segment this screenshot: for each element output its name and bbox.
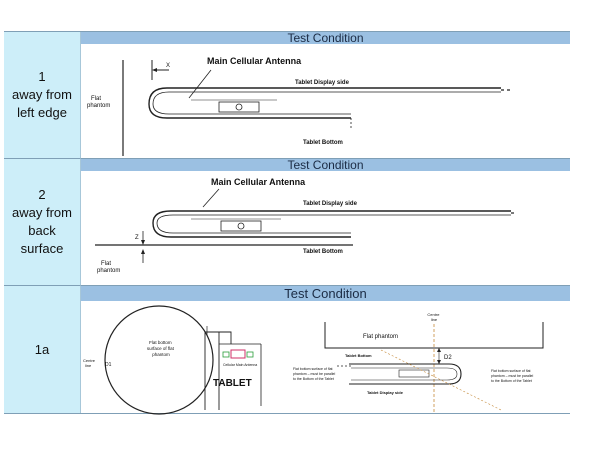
arrowhead <box>437 348 441 352</box>
left-note-line3: to the Bottom of the Tablet <box>293 377 334 381</box>
row-label: 1 away from left edge <box>12 69 72 120</box>
phantom-label: Flat phantom <box>97 261 120 274</box>
flat-phantom-box <box>324 322 544 349</box>
test-condition-header: Test Condition <box>81 159 570 171</box>
antenna-leader <box>202 188 220 208</box>
centre-line-left-line1: Centre <box>83 358 96 363</box>
antenna-element <box>237 222 245 230</box>
antenna-label: Main Cellular Antenna <box>207 56 302 66</box>
antenna-leader <box>188 69 212 99</box>
table-row: 2 away from back surface Test Condition … <box>4 158 570 285</box>
right-note-line1: Flat bottom surface of flat <box>491 369 531 373</box>
left-note-line1: Flat bottom surface of flat <box>293 367 333 371</box>
tablet-inner-outline <box>152 91 501 115</box>
d2-label: D2 <box>444 355 452 361</box>
row-label-cell: 1 away from left edge <box>4 32 81 158</box>
antenna-small-label: Cellular Main Antenna <box>223 363 257 367</box>
centre-line-right-line1: Centre <box>427 312 440 317</box>
phantom-label: Flat phantom <box>87 96 110 109</box>
phantom-label-line2: phantom <box>97 268 120 274</box>
centre-line-left-label: Centre line <box>83 358 96 368</box>
distance-label: Z <box>135 235 139 241</box>
test-condition-header: Test Condition <box>81 286 570 301</box>
green-marker <box>222 351 230 358</box>
arrowhead <box>437 360 441 364</box>
table-row: 1a Test Condition Flat bottom surface of… <box>4 285 570 415</box>
d1-label: D1 <box>105 362 112 368</box>
row-label: 1a <box>34 341 50 357</box>
tablet-bottom-label: Tablet Bottom <box>303 140 343 146</box>
centre-line-right-label: Centre line <box>427 312 440 322</box>
right-note: Flat bottom surface of flat phantom – mu… <box>491 369 534 383</box>
tablet-label: TABLET <box>213 378 252 389</box>
tablet-outline <box>152 210 511 238</box>
circle-text-line1: Flat bottom <box>149 340 172 345</box>
row-content-cell: Test Condition Main Cellular Antenna Tab… <box>81 158 570 285</box>
arrowhead <box>141 240 145 245</box>
circle-text: Flat bottom surface of flat phantom <box>147 340 175 357</box>
flat-phantom-label: Flat phantom <box>363 334 398 340</box>
tablet-inner-outline <box>156 214 511 234</box>
tablet-outline <box>148 87 501 119</box>
phantom-label-line1: Flat <box>101 261 111 267</box>
left-note-line2: phantom – must be parallel <box>293 372 335 376</box>
antenna-module <box>220 220 262 232</box>
test-condition-header: Test Condition <box>81 32 570 44</box>
antenna-label: Main Cellular Antenna <box>211 177 306 187</box>
right-note-line3: to the Bottom of the Tablet <box>491 379 532 383</box>
row-label-cell: 1a <box>4 285 81 413</box>
arrowhead <box>152 68 157 72</box>
circle-text-line2: surface of flat <box>147 346 175 351</box>
antenna-module <box>398 369 430 378</box>
tablet-section <box>349 363 462 385</box>
phantom-label-line1: Flat <box>91 96 101 102</box>
row-label-cell: 2 away from back surface <box>4 158 81 285</box>
tablet-bottom-label: Tablet Bottom <box>303 249 343 255</box>
antenna-module <box>218 101 260 113</box>
diagram-left-edge: X Flat phantom Main Cellular Antenna Tab… <box>87 56 513 156</box>
tablet-edge-lines <box>204 331 232 410</box>
circle-text-line3: phantom <box>152 352 170 357</box>
table-row: 1 away from left edge Test Condition X F… <box>4 32 570 158</box>
right-note-line2: phantom – must be parallel <box>491 374 533 378</box>
display-side-label: Tablet Display side <box>295 80 350 86</box>
pink-antenna-box <box>230 349 246 359</box>
distance-label: X <box>166 63 170 69</box>
row-content-cell: Test Condition X Flat phantom <box>81 32 570 158</box>
tablet-bottom-label: Tablet Bottom <box>345 353 372 358</box>
diagram-back-surface: Main Cellular Antenna Tablet Display sid… <box>95 177 515 274</box>
antenna-element <box>235 103 243 111</box>
phantom-label-line2: phantom <box>87 103 110 109</box>
row-content-cell: Test Condition Flat bottom surface of fl… <box>81 285 570 415</box>
diagram-1a: Flat bottom surface of flat phantom Cent… <box>83 305 544 415</box>
centre-line-left-line2: line <box>85 363 92 368</box>
arrowhead <box>141 249 145 254</box>
display-side-label: Tablet Display side <box>303 201 358 207</box>
left-note: Flat bottom surface of flat phantom – mu… <box>293 367 336 381</box>
phantom-circle <box>104 305 214 415</box>
tablet-section-inner <box>351 367 458 381</box>
row-label: 2 away from back surface <box>12 187 72 256</box>
test-condition-table: 1 away from left edge Test Condition X F… <box>4 31 570 415</box>
green-marker <box>246 351 254 358</box>
centre-line-right-line2: line <box>431 317 438 322</box>
display-side-label: Tablet Display side <box>367 390 404 395</box>
